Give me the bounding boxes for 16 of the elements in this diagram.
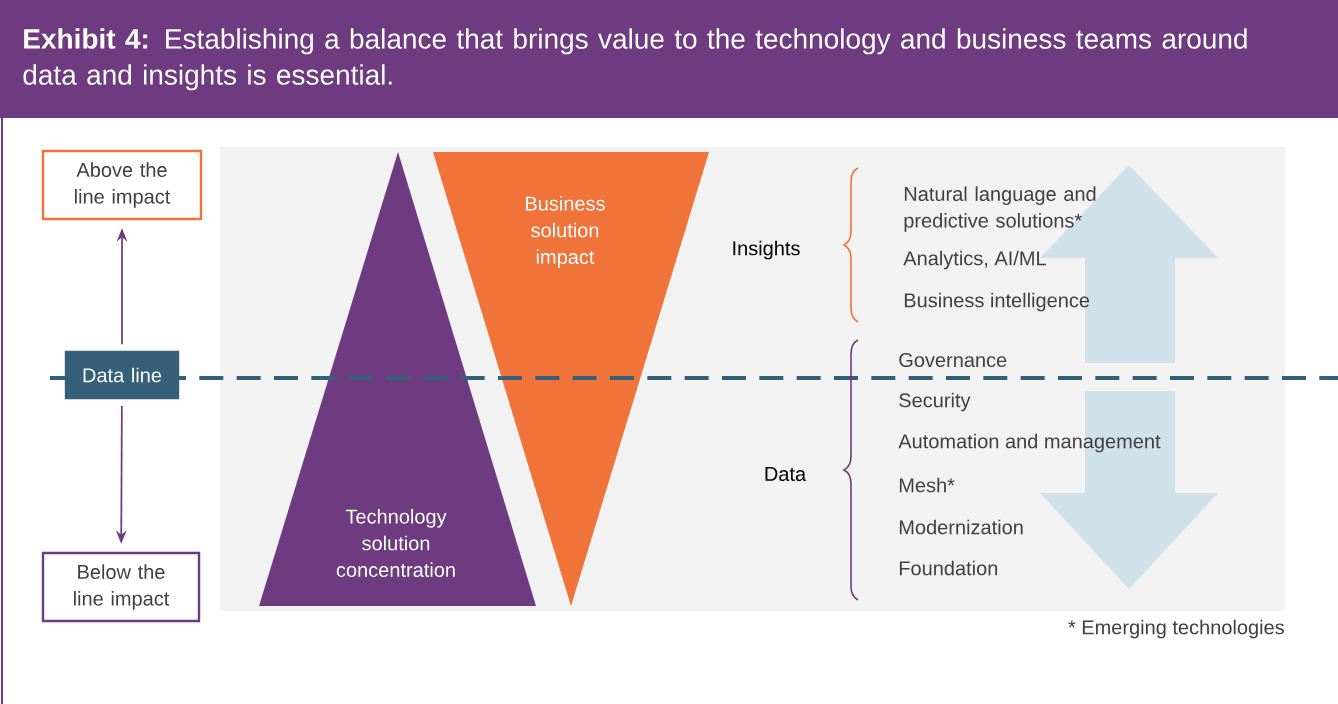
list-item: Governance	[899, 352, 1007, 368]
list-item: Security	[899, 392, 971, 412]
list-item: Natural language and predictive solutions*	[904, 186, 1096, 232]
list-item: Automation and management	[898, 433, 1161, 453]
list-item: Modernization	[899, 519, 1023, 535]
label-box: Data line	[64, 350, 180, 400]
footnote: * Emerging technologies	[1068, 619, 1284, 639]
list-item: Foundation	[899, 560, 998, 576]
list-item: Analytics, AI/ML	[903, 250, 1046, 270]
list-item: Business intelligence	[904, 292, 1090, 312]
list-item: Mesh*	[899, 477, 955, 493]
section-label: Insights	[733, 240, 800, 260]
label-box: Below the line impact	[41, 551, 201, 623]
label-box: Above the line impact	[41, 149, 203, 221]
title-banner: Exhibit 4: Establishing a balance that brings value to the technology and business teams around data and insights is essential.	[0, 0, 1338, 118]
section-label: Data	[765, 467, 807, 481]
